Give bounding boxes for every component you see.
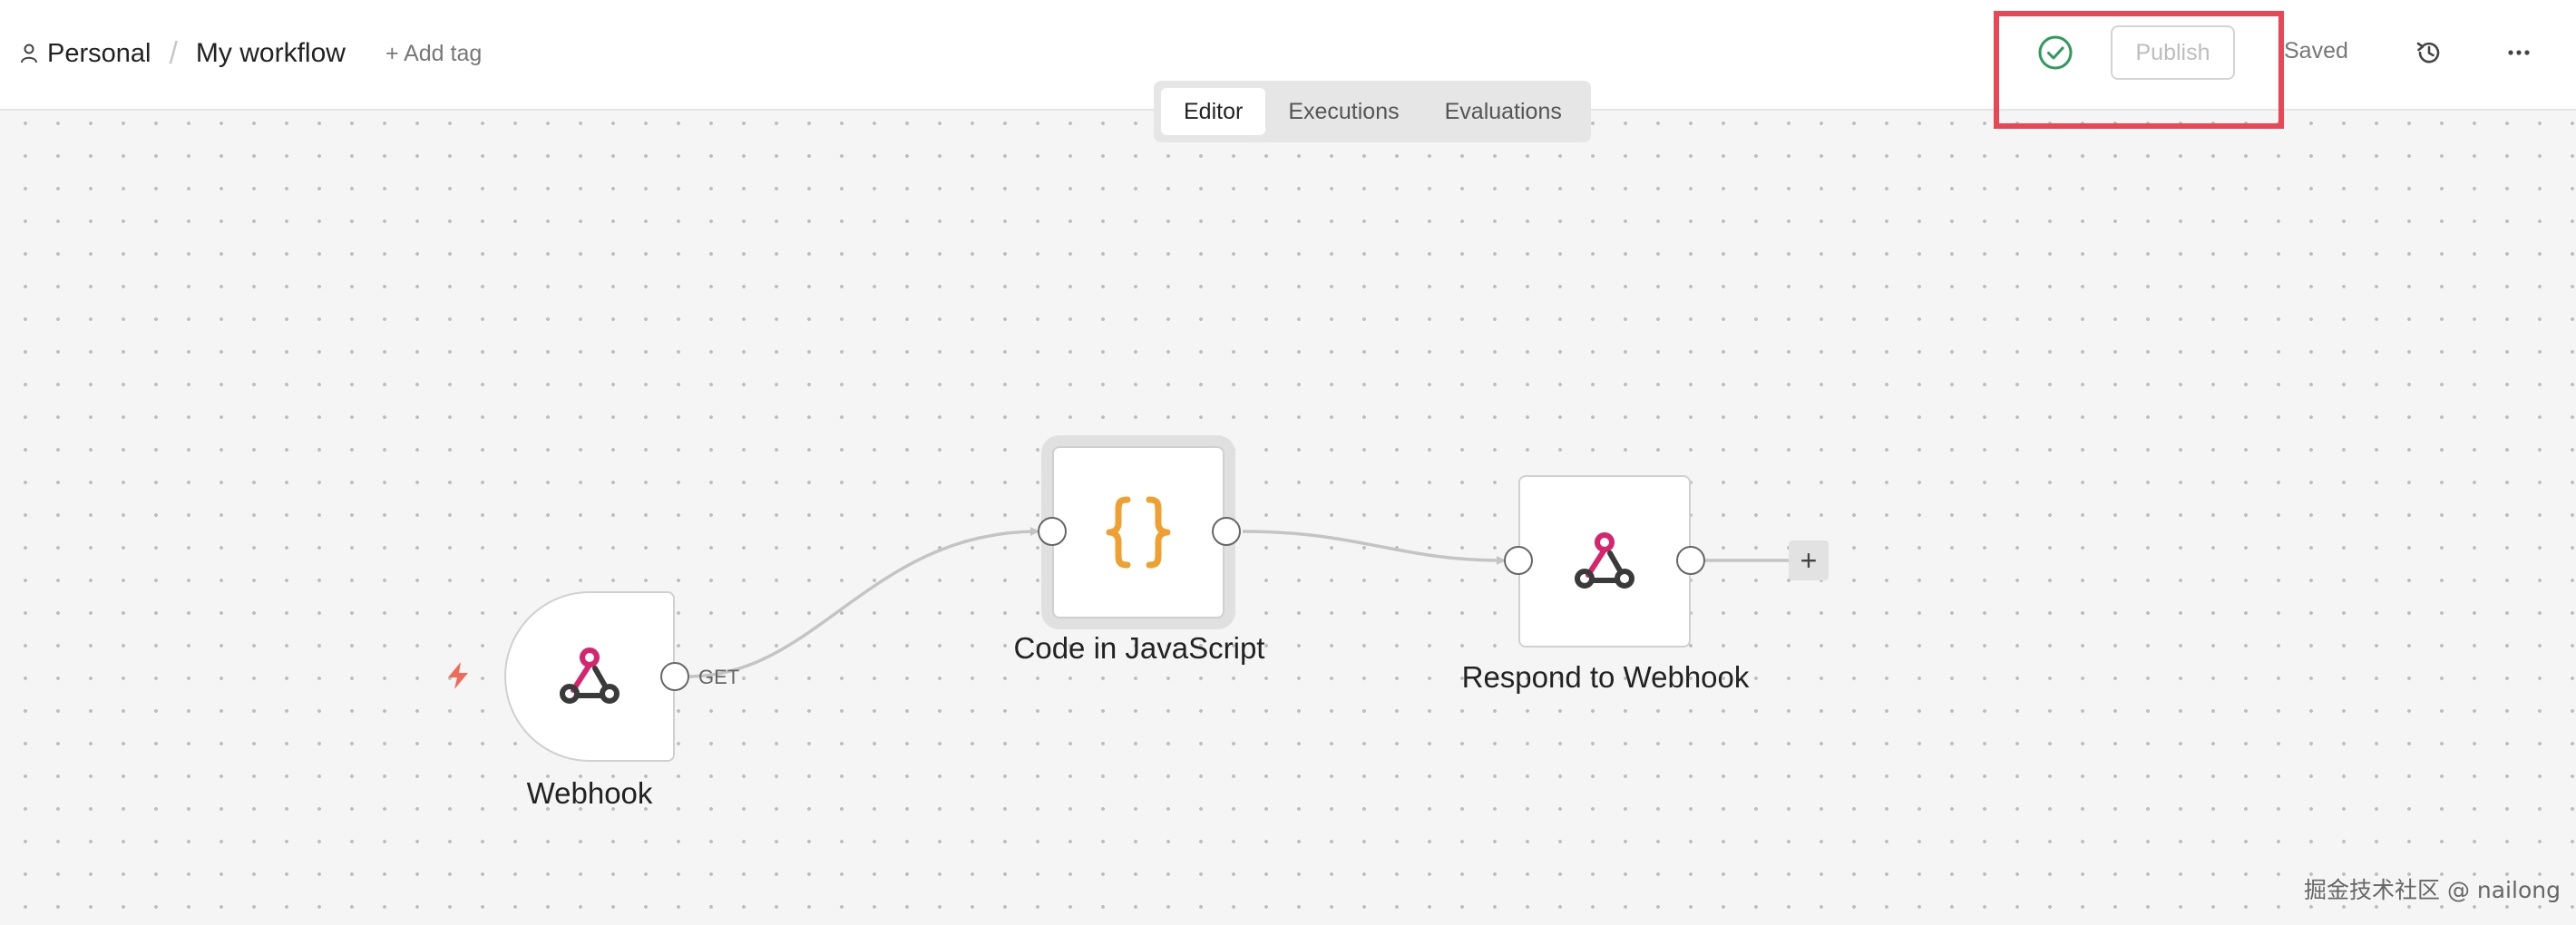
code-output-handle[interactable] [1212,517,1241,546]
project-link[interactable]: Personal [47,38,151,68]
breadcrumb-separator: / [169,35,178,71]
node-label-webhook: Webhook [526,776,653,810]
workflow-name[interactable]: My workflow [195,38,346,68]
check-circle-icon [2038,35,2073,70]
connection-method-label: GET [698,666,740,688]
node-respond-to-webhook[interactable] [1518,475,1691,648]
node-label-respond: Respond to Webhook [1461,660,1750,694]
curly-braces-icon [1106,496,1171,569]
view-tabs: Editor Executions Evaluations [1154,81,1591,142]
connection-webhook-to-code [688,527,1039,678]
webhook-icon [1575,532,1634,589]
code-input-handle[interactable] [1038,517,1067,546]
more-horizontal-icon[interactable] [2505,39,2532,66]
node-label-code: Code in JavaScript [1013,631,1265,665]
tab-editor[interactable]: Editor [1161,88,1266,135]
webhook-icon [560,648,620,704]
respond-output-handle[interactable] [1676,546,1705,575]
respond-input-handle[interactable] [1504,546,1533,575]
node-webhook[interactable] [504,591,675,762]
tab-evaluations[interactable]: Evaluations [1444,98,1562,124]
node-code[interactable] [1052,446,1225,618]
add-node-button[interactable]: + [1789,540,1829,580]
webhook-output-handle[interactable] [660,662,689,691]
publish-button[interactable]: Publish [2111,25,2235,80]
lightning-icon [448,662,468,689]
saved-status: Saved [2284,38,2348,63]
person-icon [21,44,37,63]
tab-executions[interactable]: Executions [1288,98,1400,124]
add-tag-button[interactable]: + Add tag [385,40,483,66]
connection-code-to-respond [1242,530,1506,565]
breadcrumb: Personal / My workflow + Add tag [20,33,482,74]
watermark: 掘金技术社区 @ nailong [2304,877,2561,903]
history-icon[interactable] [2415,39,2443,66]
